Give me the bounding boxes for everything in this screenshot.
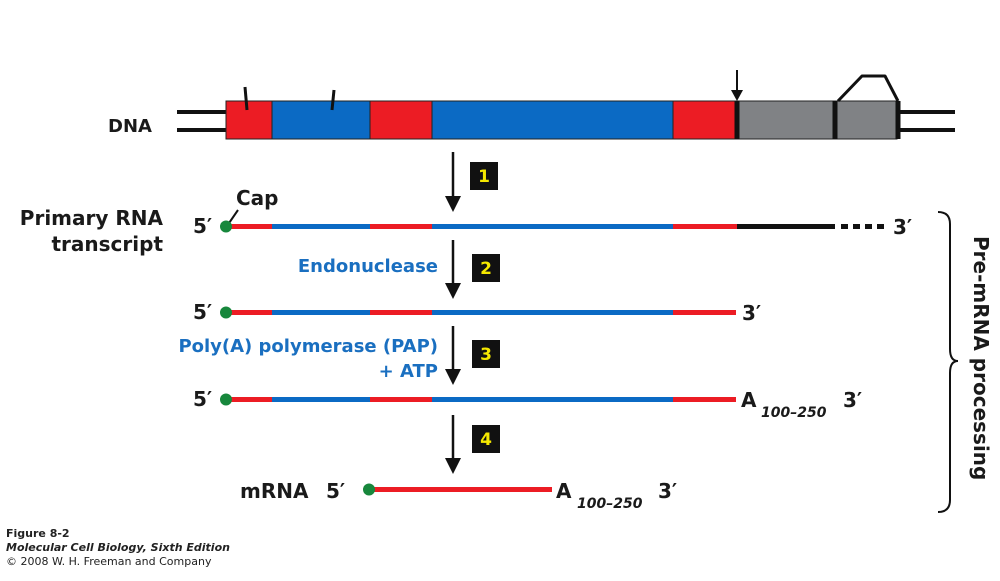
step-4-arrowhead: [445, 458, 461, 474]
atp-label: + ATP: [379, 361, 438, 382]
poly-a-label: A: [741, 388, 757, 412]
dna-downstream-1: [736, 100, 836, 140]
three-prime-label: 3′: [742, 301, 761, 325]
step-1-number: 1: [478, 167, 490, 187]
bracket-label: Pre-mRNA processing: [969, 236, 993, 480]
mrna-label: mRNA: [240, 479, 309, 503]
pap-label: Poly(A) polymerase (PAP): [178, 336, 438, 357]
three-prime-label: 3′: [658, 479, 677, 503]
three-prime-label: 3′: [843, 388, 862, 412]
rna-exon-2: [370, 224, 432, 229]
cap-label: Cap: [236, 186, 279, 210]
rna-exon-2: [370, 310, 432, 315]
step-4-number: 4: [480, 430, 492, 450]
five-prime-label: 5′: [193, 214, 212, 238]
rna-exon-3: [673, 397, 736, 402]
rna-exon-1: [226, 224, 272, 229]
dna-exon-2: [369, 100, 433, 140]
primary-transcript-label-line1: Primary RNA: [20, 206, 164, 230]
polyadenylated-transcript-row: 5′ A 100–250 3′: [193, 387, 862, 421]
mrna-spliced-exons: [369, 487, 552, 492]
figure-number: Figure 8-2: [6, 527, 70, 540]
cleaved-transcript-row: 5′ 3′: [193, 300, 761, 325]
dna-intron-2: [431, 100, 674, 140]
cap-dot: [363, 483, 375, 496]
five-prime-label: 5′: [326, 479, 345, 503]
transcription-start-tick: [243, 86, 249, 111]
rna-intron-2: [432, 224, 673, 229]
step-3-number: 3: [480, 345, 492, 365]
dna-exon-3: [672, 100, 738, 140]
dna-exon-1: [225, 100, 273, 140]
poly-a-site-arrowhead: [731, 90, 743, 101]
rna-exon-1: [226, 397, 272, 402]
step-2-badge: [472, 254, 500, 282]
rna-intron-2: [432, 397, 673, 402]
rna-intron-2: [432, 310, 673, 315]
mrna-row: mRNA 5′ A 100–250 3′: [240, 479, 677, 512]
rna-exon-3: [673, 310, 736, 315]
dna-intron-1: [271, 100, 371, 140]
rna-intron-1: [272, 224, 370, 229]
splice-loop: [836, 74, 900, 103]
step-2-arrowhead: [445, 283, 461, 299]
poly-a-length: 100–250: [761, 405, 827, 421]
five-prime-label: 5′: [193, 300, 212, 324]
step-1-badge: [470, 162, 498, 190]
step-3: Poly(A) polymerase (PAP) + ATP 3: [178, 326, 500, 385]
rna-intron-1: [272, 310, 370, 315]
dna-label: DNA: [108, 116, 152, 137]
step-2: Endonuclease 2: [298, 240, 500, 299]
cap-dot: [220, 393, 232, 406]
book-title: Molecular Cell Biology, Sixth Edition: [6, 541, 230, 554]
rna-exon-1: [226, 310, 272, 315]
step-1-arrowhead: [445, 196, 461, 212]
rna-intron-1: [272, 397, 370, 402]
rna-exon-2: [370, 397, 432, 402]
primary-transcript-row: Primary RNA transcript Cap 5′ 3′: [20, 186, 912, 256]
endonuclease-label: Endonuclease: [298, 256, 438, 277]
poly-a-label: A: [556, 479, 572, 503]
dna-downstream-2: [834, 100, 898, 140]
rna-exon-3: [673, 224, 737, 229]
three-prime-label: 3′: [893, 215, 912, 239]
step-4: 4: [445, 415, 500, 474]
rna-downstream: [737, 224, 835, 229]
pre-mrna-processing-bracket: Pre-mRNA processing: [937, 211, 993, 513]
intron-tick: [330, 89, 336, 111]
step-3-badge: [472, 340, 500, 368]
step-3-arrowhead: [445, 369, 461, 385]
step-2-number: 2: [480, 259, 492, 279]
step-1: 1: [445, 152, 498, 212]
copyright: © 2008 W. H. Freeman and Company: [6, 555, 212, 568]
primary-transcript-label-line2: transcript: [51, 232, 163, 256]
step-4-badge: [472, 425, 500, 453]
curly-brace: [937, 211, 959, 513]
dna-row: DNA: [108, 70, 955, 140]
five-prime-label: 5′: [193, 387, 212, 411]
cap-dot: [220, 306, 232, 319]
cap-dot: [220, 220, 232, 233]
poly-a-length: 100–250: [577, 496, 643, 512]
